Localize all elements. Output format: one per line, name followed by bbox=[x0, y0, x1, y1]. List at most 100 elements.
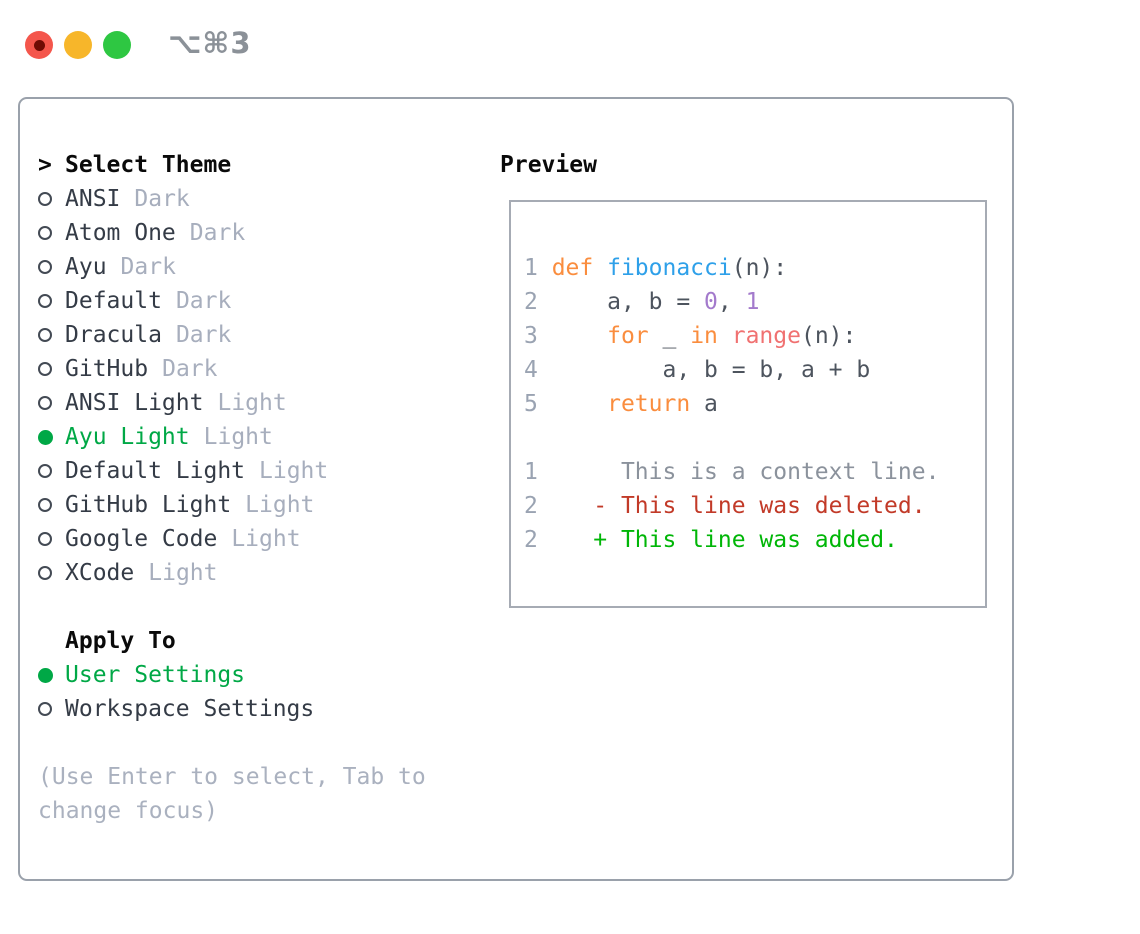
radio-unselected-icon bbox=[38, 362, 65, 376]
theme-variant: Dark bbox=[189, 220, 246, 246]
help-text: (Use Enter to select, Tab to change focu… bbox=[38, 760, 426, 828]
theme-name: XCode bbox=[65, 560, 135, 586]
code-segment bbox=[538, 527, 593, 553]
radio-unselected-icon bbox=[38, 702, 65, 716]
radio-unselected-icon bbox=[38, 294, 65, 308]
apply-to-option-label: Workspace Settings bbox=[65, 696, 315, 722]
theme-variant: Dark bbox=[134, 186, 190, 212]
code-segment: 1 bbox=[524, 459, 538, 485]
minimize-button[interactable] bbox=[64, 31, 92, 59]
theme-name: Default Light bbox=[65, 458, 246, 484]
code-segment: range bbox=[731, 323, 801, 349]
zoom-button[interactable] bbox=[103, 31, 131, 59]
theme-option[interactable]: ANSI Light Light bbox=[38, 386, 328, 420]
apply-to-option[interactable]: User Settings bbox=[38, 658, 314, 692]
radio-unselected-icon bbox=[38, 192, 65, 206]
code-line: 1 def fibonacci(n): bbox=[524, 251, 985, 285]
code-line: 2 + This line was added. bbox=[524, 523, 985, 557]
radio-unselected-icon bbox=[38, 396, 65, 410]
code-segment: 5 bbox=[524, 391, 552, 417]
radio-selected-icon bbox=[38, 667, 65, 683]
theme-name: ANSI bbox=[65, 186, 121, 212]
close-button[interactable] bbox=[25, 31, 53, 59]
code-segment: in bbox=[690, 323, 732, 349]
code-line bbox=[524, 421, 985, 455]
prompt-icon: > bbox=[38, 152, 52, 178]
theme-option[interactable]: ANSI Dark bbox=[38, 182, 328, 216]
code-line: 2 a, b = 0, 1 bbox=[524, 285, 985, 319]
code-segment: 1 bbox=[745, 289, 760, 315]
theme-variant: Light bbox=[259, 458, 329, 484]
code-segment: (n): bbox=[731, 255, 788, 281]
code-segment: 2 bbox=[524, 527, 538, 553]
theme-variant: Dark bbox=[120, 254, 176, 280]
code-segment bbox=[552, 391, 607, 417]
theme-variant: Light bbox=[203, 424, 273, 450]
code-segment: return bbox=[607, 391, 705, 417]
code-line: 1 This is a context line. bbox=[524, 455, 985, 489]
code-segment: fibonacci bbox=[607, 255, 732, 281]
theme-variant: Light bbox=[217, 390, 287, 416]
code-segment: a bbox=[704, 391, 718, 417]
code-segment bbox=[552, 323, 607, 349]
radio-unselected-icon bbox=[38, 532, 65, 546]
theme-name: GitHub bbox=[65, 356, 149, 382]
code-segment: 3 bbox=[524, 323, 552, 349]
theme-name: Ayu bbox=[65, 254, 107, 280]
window-title: ⌥⌘3 bbox=[168, 26, 252, 60]
code-segment: - This line was deleted. bbox=[593, 493, 926, 519]
select-theme-header: > Select Theme bbox=[38, 148, 328, 182]
radio-unselected-icon bbox=[38, 328, 65, 342]
preview-title: Preview bbox=[500, 152, 597, 178]
theme-variant: Light bbox=[245, 492, 315, 518]
theme-option[interactable]: XCode Light bbox=[38, 556, 328, 590]
theme-name: Ayu Light bbox=[65, 424, 190, 450]
radio-selected-icon bbox=[38, 429, 65, 445]
code-line: 2 - This line was deleted. bbox=[524, 489, 985, 523]
theme-variant: Dark bbox=[162, 356, 218, 382]
theme-name: Atom One bbox=[65, 220, 176, 246]
code-segment: def bbox=[551, 255, 608, 281]
code-segment: 2 bbox=[524, 289, 552, 315]
theme-variant: Light bbox=[148, 560, 218, 586]
code-segment: + This line was added. bbox=[593, 527, 898, 553]
code-line: 5 return a bbox=[524, 387, 985, 421]
help-text-line1: (Use Enter to select, Tab to bbox=[38, 764, 426, 790]
apply-to-option[interactable]: Workspace Settings bbox=[38, 692, 314, 726]
theme-name: Dracula bbox=[65, 322, 162, 348]
theme-option[interactable]: Ayu Light Light bbox=[38, 420, 328, 454]
theme-option[interactable]: Default Light Light bbox=[38, 454, 328, 488]
code-segment: for bbox=[607, 323, 663, 349]
code-segment: This is a context line. bbox=[537, 459, 940, 485]
theme-option[interactable]: Default Dark bbox=[38, 284, 328, 318]
help-text-line2: change focus) bbox=[38, 798, 219, 824]
code-segment: a, b = b, a + b bbox=[551, 357, 871, 383]
unsaved-dot-icon bbox=[33, 39, 45, 51]
code-segment: 1 bbox=[524, 255, 552, 281]
code-segment: 2 bbox=[524, 493, 538, 519]
theme-variant: Dark bbox=[175, 288, 232, 314]
code-segment: 0 bbox=[704, 289, 718, 315]
theme-name: Default bbox=[65, 288, 162, 314]
radio-unselected-icon bbox=[38, 260, 65, 274]
theme-name: ANSI Light bbox=[65, 390, 204, 416]
radio-unselected-icon bbox=[38, 464, 65, 478]
code-line: 4 a, b = b, a + b bbox=[524, 353, 985, 387]
theme-variant: Light bbox=[231, 526, 301, 552]
radio-unselected-icon bbox=[38, 226, 65, 240]
apply-to-header: Apply To bbox=[38, 624, 314, 658]
code-segment: a, b = bbox=[551, 289, 705, 315]
theme-option[interactable]: Atom One Dark bbox=[38, 216, 328, 250]
code-line: 3 for _ in range(n): bbox=[524, 319, 985, 353]
theme-option[interactable]: Ayu Dark bbox=[38, 250, 328, 284]
theme-option[interactable]: GitHub Dark bbox=[38, 352, 328, 386]
